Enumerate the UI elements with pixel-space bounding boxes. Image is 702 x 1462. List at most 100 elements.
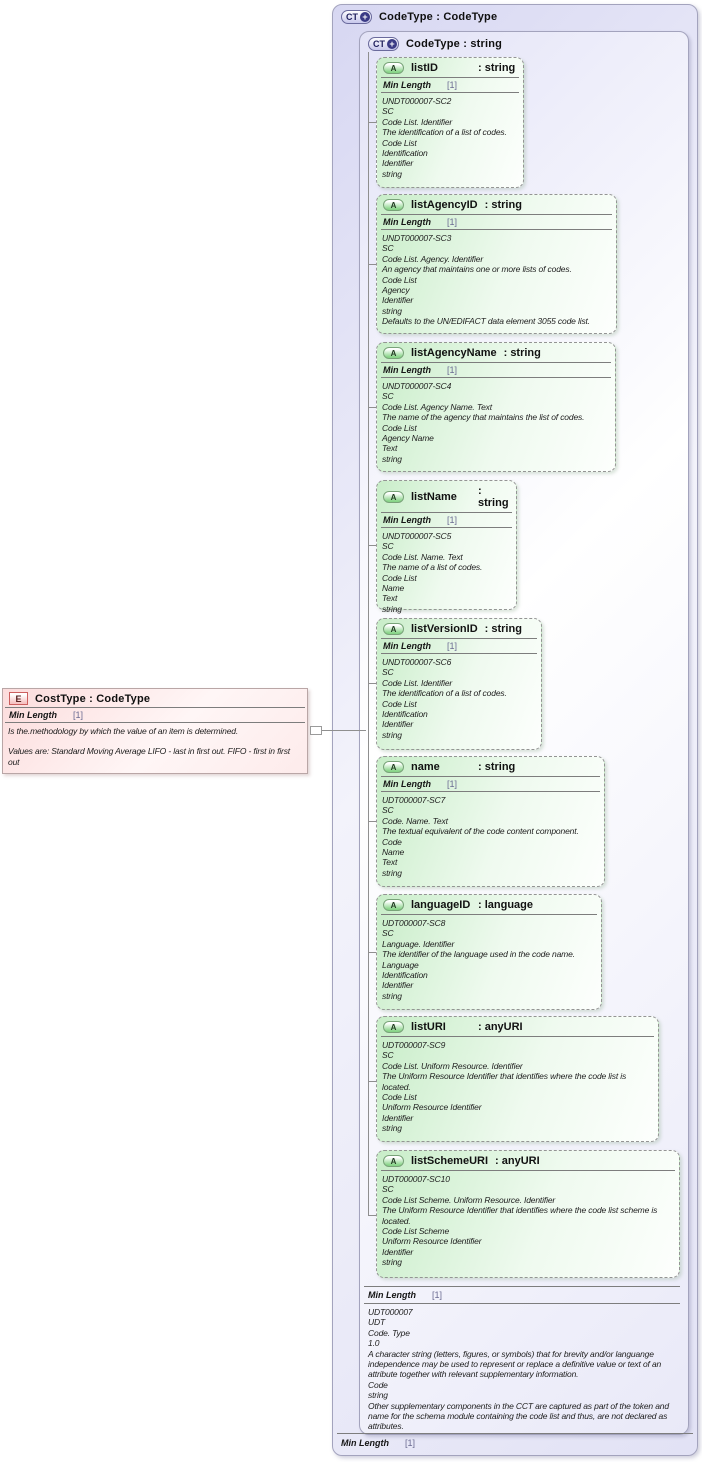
annotation-line: SC [382,1184,394,1195]
facet-name: Min Length [383,217,431,227]
attribute-box-listName[interactable]: A listName : string Min Length [1] UNDT0… [376,480,517,614]
complextype-box-codetype-inner[interactable]: CT + CodeType : string A listID : string… [359,31,689,1435]
facet-row: Min Length [1] [381,363,611,378]
attribute-icon: A [383,1021,404,1033]
annotation-line: Identifier [382,158,414,169]
annotation-line: Text [382,443,398,454]
attribute-type: : string [478,485,509,509]
complextype-box-codetype-outer[interactable]: CT + CodeType : CodeType CT + CodeType :… [332,4,698,1456]
annotation-line: A character string (letters, figures, or… [368,1348,662,1380]
attribute-name: listAgencyName [411,347,497,359]
annotation-line: Identifier [382,719,414,730]
attribute-type: : anyURI [478,1021,523,1033]
separator [381,512,512,513]
annotation-line: Code [368,1379,388,1390]
element-box-costtype[interactable]: E CostType : CodeType Min Length [1] Is … [2,688,308,774]
annotation-line: Identification [382,709,428,720]
attribute-header: A languageID : language [377,895,601,913]
facet-value: [1] [73,710,84,720]
facet-value: [1] [432,1290,443,1300]
annotation-line: Code List. Agency. Identifier [382,253,484,264]
annotation-line: SC [382,667,394,678]
annotation-line: Code List Scheme [382,1226,450,1237]
annotation-line: UNDT000007-SC2 [382,96,452,106]
connector-tick [368,407,377,408]
annotation-line: The name of a list of codes. [382,562,483,573]
attribute-box-listVersionID[interactable]: A listVersionID : string Min Length [1] … [376,618,542,750]
annotation-line: Text [382,857,398,868]
annotation-line: Identifier [382,1246,414,1257]
facet-name: Min Length [383,365,431,375]
attribute-box-listID[interactable]: A listID : string Min Length [1] UNDT000… [376,57,524,188]
annotation-line: Other supplementary components in the CC… [368,1400,669,1432]
attribute-name: listName [411,491,457,503]
annotation-line: Identification [382,970,428,981]
annotation-line: Code List [382,698,417,709]
attribute-icon: A [383,199,404,211]
attribute-type: : anyURI [495,1155,540,1167]
annotation-line: string [382,729,402,740]
annotation-line: SC [382,106,394,117]
facet-value: [1] [447,779,458,789]
annotation-line: SC [382,805,394,816]
attribute-name: listAgencyID [411,199,478,211]
annotation-line: The Uniform Resource Identifier that ide… [382,1205,658,1226]
attribute-icon: A [383,761,404,773]
facet-value: [1] [447,80,458,90]
expand-plus-icon[interactable]: + [360,12,370,22]
annotation-line: The identification of a list of codes. [382,688,507,699]
annotation-line: Code List [382,1092,417,1103]
connector-trunk-line [368,52,369,1216]
annotation-line: Agency Name [382,433,434,444]
annotation-line: Defaults to the UN/EDIFACT data element … [382,316,590,327]
outer-box-header[interactable]: CT + CodeType : CodeType [333,5,697,27]
annotation-line: UNDT000007-SC4 [382,381,452,391]
inner-box-header[interactable]: CT + CodeType : string [360,32,688,54]
attribute-name: listVersionID [411,623,478,635]
annotation-line: string [382,1257,402,1268]
attribute-header: A listID : string [377,58,523,76]
facet-name: Min Length [341,1438,389,1448]
separator [381,1036,654,1037]
attribute-name: languageID [411,899,471,911]
annotation-line: Code. Type [368,1327,410,1338]
facet-value: [1] [447,365,458,375]
annotation-line: string [382,305,402,316]
connector-line [322,730,366,731]
annotation-line: Code List. Identifier [382,677,453,688]
attribute-icon: A [383,623,404,635]
annotation-line: The name of the agency that maintains th… [382,412,585,423]
separator [381,214,612,215]
annotation-line: Code List. Agency Name. Text [382,401,492,412]
element-title: CostType : CodeType [35,692,151,705]
attribute-box-listAgencyID[interactable]: A listAgencyID : string Min Length [1] U… [376,194,617,334]
separator [381,362,611,363]
expand-plus-icon[interactable]: + [387,39,397,49]
attribute-box-listAgencyName[interactable]: A listAgencyName : string Min Length [1]… [376,342,616,472]
annotation-line: Code List. Name. Text [382,551,463,562]
attribute-icon: A [383,899,404,911]
facet-value: [1] [447,515,458,525]
annotation-line: The identifier of the language used in t… [382,949,575,960]
annotation-line: Identifier [382,1112,414,1123]
connector-tick [368,264,377,265]
annotation-line: SC [382,541,394,552]
facet-row: Min Length [1] [364,1286,680,1304]
attribute-type: : string [484,199,522,211]
attribute-box-name[interactable]: A name : string Min Length [1] UDT000007… [376,756,605,887]
facet-value: [1] [447,641,458,651]
attribute-header: A name : string [377,757,604,775]
annotation-line: Language. Identifier [382,938,455,949]
facet-value: [1] [447,217,458,227]
annotation-line: Agency [382,285,410,296]
annotation-line: The identification of a list of codes. [382,127,507,138]
